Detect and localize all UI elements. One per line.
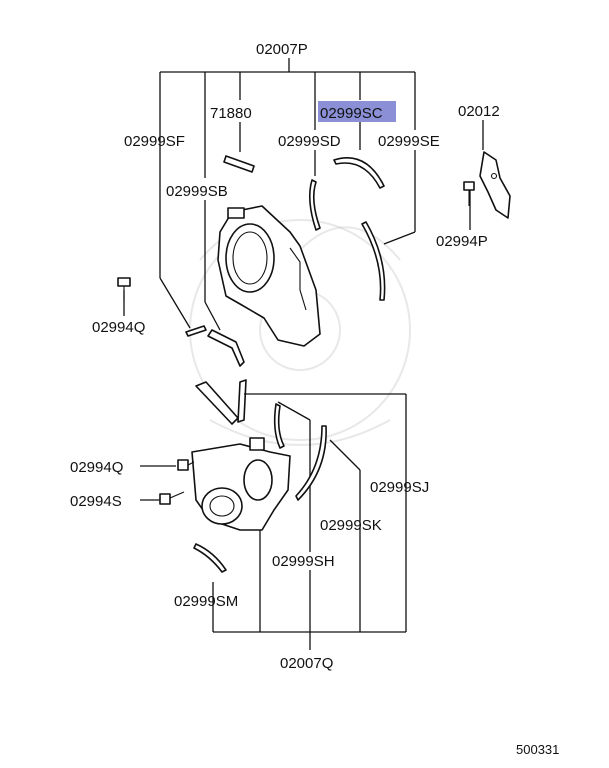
part-02994q-upper-bolt — [117, 277, 131, 300]
label-02999sj: 02999SJ — [370, 479, 429, 496]
part-02999sf-pin — [185, 325, 207, 337]
label-02994s: 02994S — [70, 493, 122, 510]
reference-number: 500331 — [516, 742, 559, 757]
part-02999sm-seal — [193, 543, 227, 573]
label-02999sc: 02999SC — [320, 105, 383, 122]
label-02999sk: 02999SK — [320, 517, 382, 534]
part-02994q-lower-bolt — [177, 459, 195, 471]
label-02999sm: 02999SM — [174, 593, 238, 610]
label-71880: 71880 — [210, 105, 252, 122]
part-02012-bracket — [479, 151, 511, 219]
label-02012: 02012 — [458, 103, 500, 120]
part-middle-seal-left — [195, 381, 239, 425]
part-02994p-bolt — [463, 181, 475, 206]
part-02999sc-seal — [333, 157, 385, 189]
part-02999sj-seal — [273, 403, 285, 449]
part-02999se-seal — [361, 221, 386, 301]
label-02999se: 02999SE — [378, 133, 440, 150]
leader-lines-right — [469, 120, 484, 230]
lower-timing-cover — [191, 437, 291, 531]
part-middle-seal-right — [237, 379, 247, 423]
part-71880-plate — [223, 155, 255, 173]
label-02999sf: 02999SF — [124, 133, 185, 150]
label-02007q: 02007Q — [280, 655, 333, 672]
part-02999sk-seal — [295, 425, 327, 501]
part-02994s-bolt — [159, 491, 185, 505]
label-02994q-upper: 02994Q — [92, 319, 145, 336]
upper-timing-cover — [217, 205, 321, 347]
part-02999sb-seal — [207, 329, 245, 367]
leader-lines-bottom — [140, 393, 407, 650]
label-02007p: 02007P — [256, 41, 308, 58]
label-02994q-lower: 02994Q — [70, 459, 123, 476]
label-highlight — [318, 101, 396, 122]
leader-lines-top — [159, 58, 416, 331]
label-02994p: 02994P — [436, 233, 488, 250]
label-02999sd: 02999SD — [278, 133, 341, 150]
part-02999sd-seal — [308, 179, 321, 231]
label-02999sb: 02999SB — [166, 183, 228, 200]
label-02999sh: 02999SH — [272, 553, 335, 570]
